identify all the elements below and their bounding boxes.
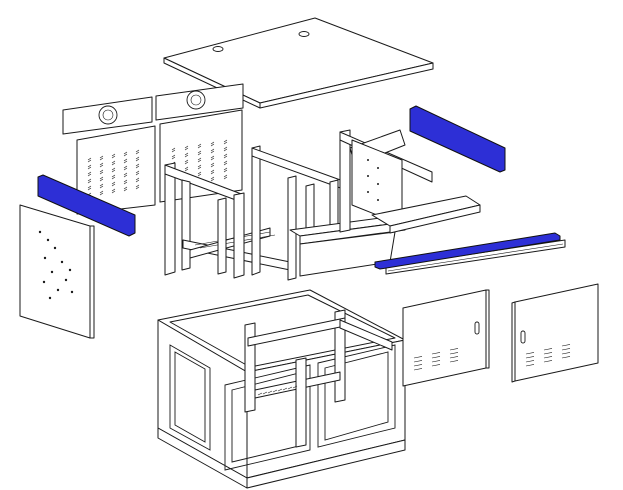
front-door-left [402, 289, 490, 387]
upper-right-blue-rail [409, 105, 506, 173]
front-door-right [511, 283, 599, 383]
lower-blue-rail-assembly [374, 232, 566, 275]
fan-grille-icon [98, 105, 118, 125]
fan-grille-icon [186, 90, 206, 110]
inner-frame-assembly [164, 129, 481, 281]
lower-blue-rail [374, 232, 561, 270]
top-panel [163, 17, 434, 109]
cabinet-base [157, 289, 406, 489]
left-blue-rail [37, 174, 136, 237]
rear-fan-panels [62, 83, 244, 135]
left-side-panel [19, 204, 95, 339]
